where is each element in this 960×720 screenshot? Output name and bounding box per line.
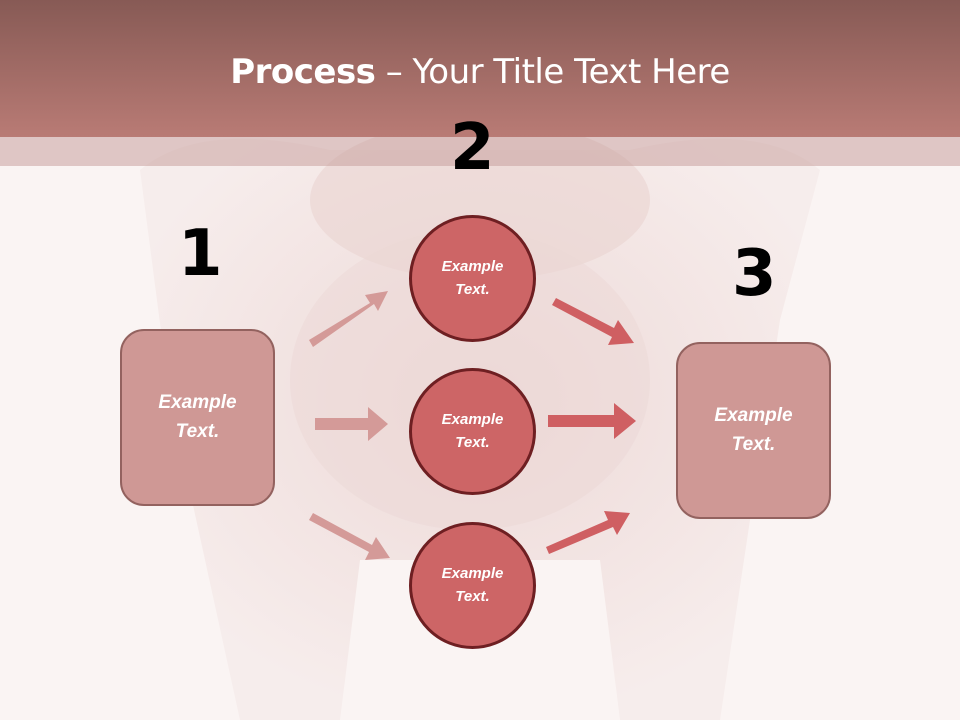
circle-text-line2: Text.	[455, 433, 490, 451]
circle-text-line1: Example	[441, 258, 504, 275]
arrow-left-group	[309, 291, 390, 560]
title-band	[0, 137, 960, 166]
arrow-right-icon	[315, 407, 388, 441]
arrow-up-right-icon	[309, 291, 388, 347]
title-rest: – Your Title Text Here	[375, 52, 731, 92]
box-text-line2: Text.	[731, 433, 776, 455]
step-number-1: 1	[178, 217, 223, 291]
page-title: Process – Your Title Text Here	[0, 52, 960, 92]
title-bar	[0, 0, 960, 137]
arrow-down-right-icon	[552, 298, 634, 345]
box-text-line1: Example	[714, 405, 793, 426]
circle-text-line1: Example	[441, 411, 504, 428]
arrow-up-right-icon	[546, 511, 630, 554]
arrow-right-icon	[548, 403, 636, 439]
step-number-2: 2	[450, 111, 495, 185]
circle-text-line2: Text.	[455, 280, 490, 298]
arrow-right-group	[546, 298, 636, 554]
arrow-down-right-icon	[309, 513, 390, 560]
step-number-3: 3	[732, 237, 777, 311]
circle-text-line1: Example	[441, 565, 504, 582]
box-text-line2: Text.	[175, 420, 220, 442]
box-text-line1: Example	[158, 392, 237, 413]
title-bold: Process	[230, 52, 376, 92]
circle-text-line2: Text.	[455, 587, 490, 605]
